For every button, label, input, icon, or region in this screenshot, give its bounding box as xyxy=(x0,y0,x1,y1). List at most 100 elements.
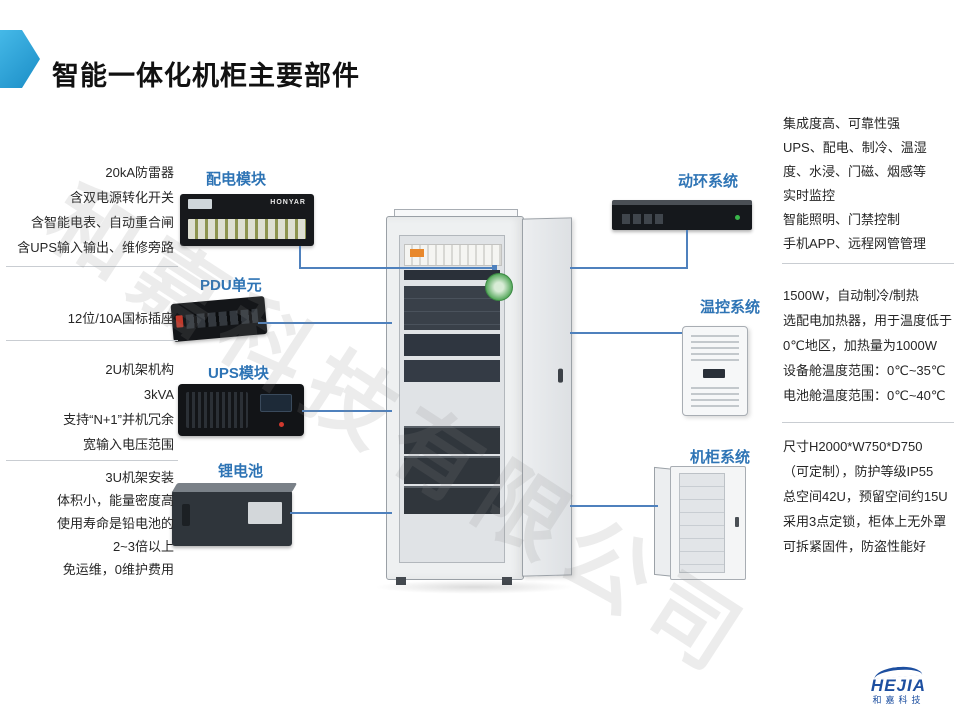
power-switch xyxy=(175,315,184,328)
description-line: 智能照明、门禁控制 xyxy=(783,212,901,227)
rack-unit xyxy=(404,286,500,330)
connector-battery xyxy=(290,512,392,514)
description-line: 1500W，自动制冷/制热 xyxy=(783,288,919,303)
air-grille xyxy=(691,387,739,407)
description-line: 20kA防雷器 xyxy=(105,165,174,180)
door-lock xyxy=(558,368,563,383)
pdu-image xyxy=(170,295,268,343)
description-line: 3U机架安装 xyxy=(105,470,174,485)
vent-grille xyxy=(186,392,248,428)
description-line: 设备舱温度范围：0℃~35℃ xyxy=(783,363,946,378)
cabinet-foot xyxy=(502,577,512,585)
divider-line xyxy=(6,340,178,341)
cabinet-shadow xyxy=(374,580,574,594)
description-line: 体积小，能量密度高 xyxy=(56,493,174,508)
cabinet-system-description: 尺寸H2000*W750*D750 （可定制），防护等级IP55 总空间42U，… xyxy=(783,434,960,559)
label-ups-module: UPS模块 xyxy=(208,365,269,382)
status-led xyxy=(735,215,740,220)
connector-env-horizontal xyxy=(570,267,688,269)
title-chevron-icon xyxy=(0,30,40,88)
connector-hvac xyxy=(570,332,682,334)
label-env-monitoring-system: 动环系统 xyxy=(678,173,739,190)
description-line: 含双电源转化开关 xyxy=(69,190,174,205)
description-line: 含UPS输入输出、维修旁路 xyxy=(17,240,174,255)
divider-line xyxy=(6,460,178,461)
connector-endpoint xyxy=(492,265,497,270)
cabinet-body xyxy=(386,216,524,580)
air-grille xyxy=(691,335,739,361)
description-line: 支持“N+1”并机冗余 xyxy=(63,412,174,427)
description-line: 电池舱温度范围：0℃~40℃ xyxy=(783,388,946,403)
connector-pdu xyxy=(258,322,392,324)
description-line: 0℃地区，加热量为1000W xyxy=(783,338,938,353)
description-line: UPS、配电、制冷、温湿 xyxy=(783,140,927,155)
mini-cabinet-body xyxy=(670,466,746,580)
description-line: 3kVA xyxy=(143,387,174,402)
divider-line xyxy=(782,422,954,423)
battery-shelf xyxy=(404,426,500,454)
label-pdu-unit: PDU单元 xyxy=(200,277,262,294)
description-line: 可拆紧固件，防盗性能好 xyxy=(783,539,927,554)
distribution-module-description: 20kA防雷器 含双电源转化开关 含智能电表、自动重合闸 含UPS输入输出、维修… xyxy=(6,160,174,260)
battery-shelf xyxy=(404,456,500,484)
env-system-description: 集成度高、可靠性强 UPS、配电、制冷、温湿 度、水浸、门磁、烟感等 实时监控 … xyxy=(783,112,959,256)
description-line: 免运维，0维护费用 xyxy=(62,562,174,577)
pdu-description: 12位/10A国标插座 xyxy=(6,306,174,331)
terminal-strip xyxy=(188,219,306,239)
cabinet-interior xyxy=(399,235,505,563)
cabinet-foot xyxy=(396,577,406,585)
divider-line xyxy=(782,263,954,264)
divider-line xyxy=(6,266,178,267)
hvac-unit-image xyxy=(682,326,748,416)
battery-shelf xyxy=(404,486,500,514)
cabinet-open-door xyxy=(522,217,572,577)
description-line: 集成度高、可靠性强 xyxy=(783,116,901,131)
main-cabinet-image xyxy=(374,209,574,594)
rack-unit xyxy=(404,360,500,382)
port-row xyxy=(622,214,666,224)
fan-icon xyxy=(485,273,513,301)
description-line: 2~3倍以上 xyxy=(112,539,174,554)
description-line: 总空间42U，预留空间约15U xyxy=(783,489,948,504)
lithium-battery-image xyxy=(172,483,298,546)
battery-top-face xyxy=(172,483,298,492)
description-line: （可定制），防护等级IP55 xyxy=(783,464,934,479)
logo-subtitle: 和嘉科技 xyxy=(872,695,925,705)
mini-cabinet-image xyxy=(654,466,746,580)
breaker-panel xyxy=(404,244,502,266)
mini-cabinet-lock xyxy=(735,517,739,527)
description-line: 采用3点定锁，柜体上无外罩 xyxy=(783,514,947,529)
page-title: 智能一体化机柜主要部件 xyxy=(52,61,360,91)
battery-handle xyxy=(182,504,190,526)
connector-mini-cabinet xyxy=(570,505,658,507)
hvac-system-description: 1500W，自动制冷/制热 选配电加热器，用于温度低于 0℃地区，加热量为100… xyxy=(783,283,960,408)
connector-ups xyxy=(302,410,392,412)
hvac-display xyxy=(703,369,725,378)
description-line: 宽输入电压范围 xyxy=(82,437,174,452)
connector-distribution-vertical xyxy=(299,246,301,268)
description-line: 实时监控 xyxy=(783,188,836,203)
ups-image xyxy=(178,384,304,436)
breaker-accent xyxy=(410,249,424,257)
meter-display xyxy=(188,199,212,209)
distribution-module-image: HONYAR xyxy=(180,194,314,246)
label-temperature-control-system: 温控系统 xyxy=(700,299,761,316)
brand-text: HONYAR xyxy=(270,199,306,206)
connector-distribution xyxy=(299,267,495,269)
mini-cabinet-interior xyxy=(679,473,725,573)
monitor-strip xyxy=(404,270,500,280)
battery-description: 3U机架安装 体积小，能量密度高 使用寿命是铅电池的 2~3倍以上 免运维，0维… xyxy=(6,466,174,581)
label-distribution-module: 配电模块 xyxy=(206,171,267,188)
cabinet-roof xyxy=(394,209,518,218)
description-line: 12位/10A国标插座 xyxy=(67,311,174,326)
description-line: 尺寸H2000*W750*D750 xyxy=(783,439,923,454)
socket-strip xyxy=(185,308,259,329)
env-monitoring-device-image xyxy=(612,200,752,230)
company-logo: HEJIA 和嘉科技 xyxy=(870,664,926,706)
ups-description: 2U机架机构 3kVA 支持“N+1”并机冗余 宽输入电压范围 xyxy=(6,357,174,457)
ups-display xyxy=(260,394,292,412)
label-cabinet-system: 机柜系统 xyxy=(690,449,751,466)
label-lithium-battery: 锂电池 xyxy=(218,463,264,480)
logo-name: HEJIA xyxy=(870,676,926,695)
